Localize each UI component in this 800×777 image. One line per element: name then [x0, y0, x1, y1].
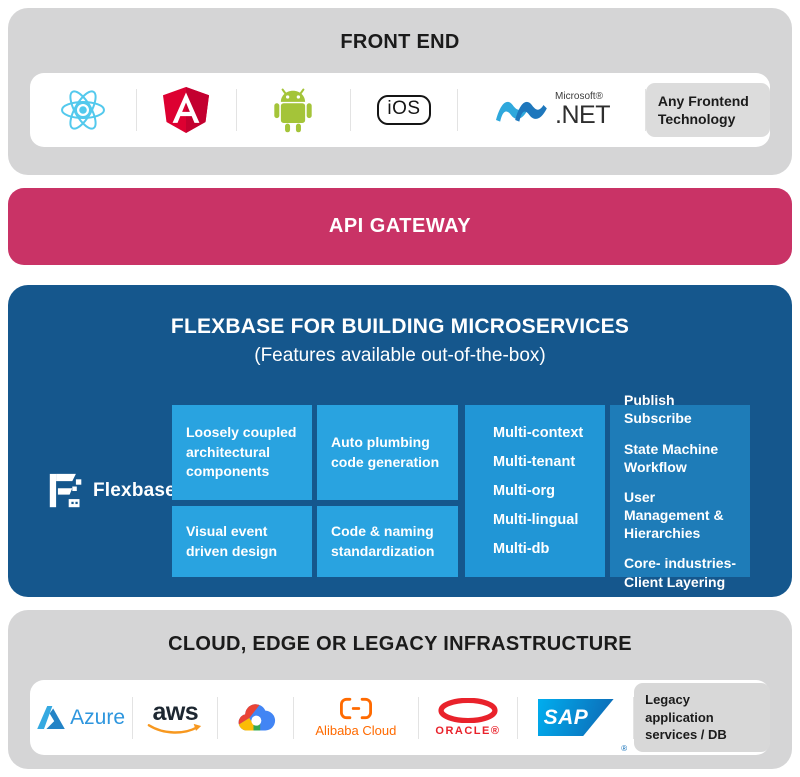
- feature-column-1: Loosely coupled architectural components…: [172, 405, 312, 577]
- divider: [217, 696, 219, 739]
- aws-label: aws: [152, 697, 199, 726]
- oracle-icon: [438, 698, 498, 723]
- divider: [417, 696, 419, 739]
- infra-item-aws: aws: [133, 680, 217, 755]
- azure-label: Azure: [70, 705, 126, 729]
- flexbase-title: FLEXBASE FOR BUILDING MICROSERVICES: [170, 315, 630, 338]
- divider: [292, 696, 294, 739]
- flexbase-feature-grid: Loosely coupled architectural components…: [172, 392, 750, 590]
- feature-box: Auto plumbing code generation: [317, 405, 458, 500]
- flexbase-logo: Flexbase: [48, 471, 176, 511]
- any-frontend-box: Any Frontend Technology: [645, 82, 771, 138]
- infra-item-azure: Azure: [30, 680, 132, 755]
- capability-item: Core- industries- Client Layering: [624, 555, 737, 590]
- multi-item: Multi-context: [493, 425, 584, 441]
- android-icon: [274, 88, 312, 132]
- alibaba-label: Alibaba Cloud: [315, 723, 397, 738]
- ios-label: iOS: [387, 98, 421, 119]
- frontend-item-react: [30, 73, 136, 147]
- api-gateway-section: API GATEWAY: [8, 188, 792, 265]
- divider: [235, 89, 237, 131]
- multi-item: Multi-lingual: [493, 512, 579, 528]
- capability-item: User Management & Hierarchies: [624, 488, 724, 542]
- flexbase-logo-label: Flexbase: [93, 480, 176, 501]
- flexbase-icon: [49, 473, 82, 508]
- infrastructure-logo-bar: Azure aws: [30, 680, 771, 755]
- infrastructure-title: CLOUD, EDGE OR LEGACY INFRASTRUCTURE: [168, 633, 632, 655]
- divider: [349, 89, 351, 131]
- api-gateway-title: API GATEWAY: [328, 215, 472, 237]
- frontend-item-dotnet: Microsoft® .NET: [458, 73, 645, 147]
- alibaba-cloud-icon: [339, 697, 372, 720]
- frontend-item-android: [237, 73, 350, 147]
- frontend-title: FRONT END: [340, 31, 460, 53]
- dotnet-brand-label: Microsoft®: [555, 91, 603, 102]
- multi-capability-box: Multi-context Multi-tenant Multi-org Mul…: [465, 405, 605, 577]
- divider: [644, 89, 646, 131]
- flexbase-subtitle: (Features available out-of-the-box): [254, 345, 546, 366]
- sap-icon: SAP: [537, 699, 614, 736]
- frontend-logo-bar: iOS Microsoft® .NET Any Fro: [30, 73, 771, 147]
- dotnet-icon: [496, 101, 547, 122]
- feature-column-2: Auto plumbing code generation Code & nam…: [317, 405, 458, 577]
- infra-item-alibaba: Alibaba Cloud: [294, 680, 418, 755]
- react-icon: [61, 90, 106, 130]
- sap-registered-mark: ®: [621, 744, 628, 753]
- infra-item-google-cloud: [218, 680, 292, 755]
- multi-item: Multi-tenant: [493, 454, 576, 470]
- divider: [517, 696, 519, 739]
- multi-item: Multi-db: [493, 541, 550, 557]
- infra-item-oracle: ORACLE®: [419, 680, 517, 755]
- legacy-services-box: Legacy application services / DB: [634, 683, 771, 752]
- divider: [457, 89, 459, 131]
- multi-item: Multi-org: [493, 483, 556, 499]
- platform-capability-box: Publish Subscribe State Machine Workflow…: [610, 392, 750, 590]
- divider: [136, 89, 138, 131]
- azure-icon: [37, 706, 65, 729]
- ios-icon: iOS: [377, 95, 431, 125]
- google-cloud-icon: [238, 703, 275, 731]
- frontend-item-angular: [137, 73, 235, 147]
- frontend-section: FRONT END: [8, 8, 792, 175]
- frontend-item-ios: iOS: [351, 73, 457, 147]
- angular-icon: [163, 87, 210, 133]
- sap-label: SAP: [543, 705, 589, 729]
- capability-item: Publish Subscribe: [624, 392, 692, 427]
- dotnet-label: .NET: [555, 101, 610, 129]
- infra-item-sap: SAP ®: [518, 680, 633, 755]
- infrastructure-section: CLOUD, EDGE OR LEGACY INFRASTRUCTURE Azu…: [8, 610, 792, 769]
- aws-icon: [147, 723, 202, 734]
- feature-box: Code & naming standardization: [317, 506, 458, 577]
- frontend-item-any: Any Frontend Technology: [645, 73, 771, 147]
- infra-item-legacy: Legacy application services / DB: [634, 680, 771, 755]
- feature-box: Loosely coupled architectural components: [172, 405, 312, 500]
- feature-box: Visual event driven design: [172, 506, 312, 577]
- flexbase-section: FLEXBASE FOR BUILDING MICROSERVICES (Fea…: [8, 285, 792, 597]
- oracle-label: ORACLE®: [435, 725, 501, 737]
- capability-item: State Machine Workflow: [624, 440, 719, 475]
- divider: [633, 696, 635, 739]
- divider: [132, 696, 134, 739]
